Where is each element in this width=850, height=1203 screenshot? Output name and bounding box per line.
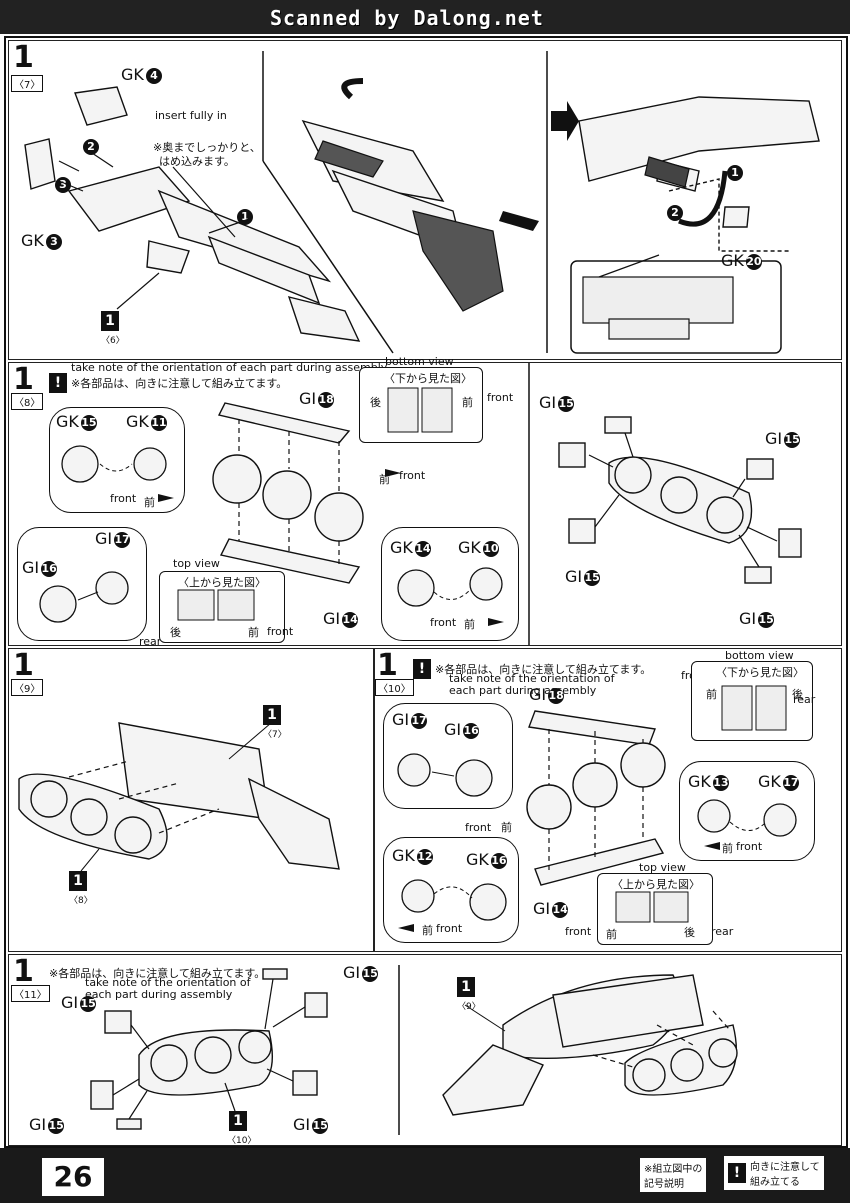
step7-sub: 〈7〉 [11, 75, 44, 92]
step8-sub: 〈8〉 [11, 393, 44, 410]
step8-panel: 1 〈8〉 take note of the orientation of ea… [8, 355, 842, 648]
step8-front-label-top: front [487, 391, 514, 404]
step11-warn-jp: ※各部品は、向きに注意して組み立てます。 [49, 967, 266, 980]
step10-center-assembly [526, 710, 666, 886]
scan-credit: Scanned by Dalong.net [270, 6, 544, 30]
step11-right-drawing [398, 965, 738, 1135]
step9-ref7-box: 1 [263, 705, 281, 725]
step10-warn-jp: !※各部品は、向きに注意して組み立てます。 [413, 659, 651, 679]
step11-ref10-box: 1 [229, 1111, 247, 1131]
step9-ref7-sub: 〈7〉 [263, 730, 287, 740]
step7-note-en: insert fully in [155, 109, 227, 122]
step8-front-label-mid: front [399, 469, 426, 482]
step7-arrow-1: 1 [237, 209, 253, 225]
step10-sub: 〈10〉 [375, 679, 414, 696]
step8-right-assembly [528, 363, 802, 645]
scan-credit-bar: Scanned by Dalong.net [0, 0, 850, 34]
step7-right-arrow-2: 2 [667, 205, 683, 221]
step9-ref8-sub: 〈8〉 [69, 896, 93, 906]
step10-panel: 1 〈10〉 !※各部品は、向きに注意して組み立てます。 take note o… [374, 648, 842, 952]
step7-right-arrow-1: 1 [727, 165, 743, 181]
step10-front-en-bottom: front [565, 925, 592, 938]
step9-sub: 〈9〉 [11, 679, 44, 696]
step9-drawing [18, 722, 340, 872]
step11-ref9-box: 1 [457, 977, 475, 997]
step8-warn-jp: !※各部品は、向きに注意して組み立てます。 [49, 373, 287, 393]
step8-front-label-bottom: front [267, 625, 294, 638]
step9-panel: 1 〈9〉 1 〈7〉 1 〈8〉 [8, 648, 374, 952]
step10-rear-bottom: rear [711, 925, 734, 938]
step8-number: 1 [13, 362, 34, 397]
legend-title: ※組立図中の 記号説明 [640, 1158, 707, 1192]
step10-rear-top: rear [793, 693, 816, 706]
step8-warn-en: take note of the orientation of each par… [71, 361, 388, 374]
step7-right-drawing [551, 96, 820, 354]
footer-bar [0, 1148, 850, 1203]
step7-note-jp2: はめ込みます。 [159, 155, 235, 168]
step8-left-assembly [212, 402, 401, 584]
step7-arrow-2: 2 [83, 139, 99, 155]
step8-top-view-box: 〈上から見た図〉 後 前 [159, 571, 285, 643]
step10-bottom-view-en: bottom view [725, 649, 794, 662]
step9-number: 1 [13, 648, 34, 683]
step7-left-drawing [24, 86, 361, 342]
step11-sub: 〈11〉 [11, 985, 50, 1002]
step7-number: 1 [13, 40, 34, 75]
page-number: 26 [42, 1158, 104, 1196]
step8-rear-label: rear [139, 635, 162, 648]
step10-front-jp-left: 前 [501, 821, 512, 834]
legend-orientation: ! 向きに注意して 組み立てる [724, 1156, 824, 1190]
warning-icon: ! [413, 659, 431, 679]
step8-top-view-en: top view [173, 557, 220, 570]
step7-note-jp1: ※奥までしっかりと、 [153, 141, 261, 154]
step9-ref8-box: 1 [69, 871, 87, 891]
step10-number: 1 [377, 648, 398, 683]
warning-icon: ! [728, 1163, 746, 1183]
step11-number: 1 [13, 954, 34, 989]
step11-warn-en: take note of the orientation of each par… [85, 976, 251, 1001]
step10-top-view-box: 〈上から見た図〉 前 後 [597, 873, 713, 945]
step10-bottom-view-box: 〈下から見た図〉 前 後 [691, 661, 813, 741]
step11-panel: 1 〈11〉 ※各部品は、向きに注意して組み立てます。 take note of… [8, 954, 842, 1146]
step7-ref-box: 1 [101, 311, 119, 331]
step10-front-en-left: front [465, 821, 492, 834]
step8-bottom-view-box: 〈下から見た図〉 後 前 [359, 367, 483, 443]
step10-top-view-en: top view [639, 861, 686, 874]
step11-ref10-sub: 〈10〉 [227, 1136, 257, 1146]
step7-ref-sub: 〈6〉 [101, 336, 125, 346]
step8-front-jp-mid: 前 [379, 473, 390, 486]
step11-left-drawing [90, 968, 328, 1130]
step7-middle-drawing [262, 51, 548, 354]
step8-bottom-view-en: bottom view [385, 355, 454, 368]
warning-icon: ! [49, 373, 67, 393]
